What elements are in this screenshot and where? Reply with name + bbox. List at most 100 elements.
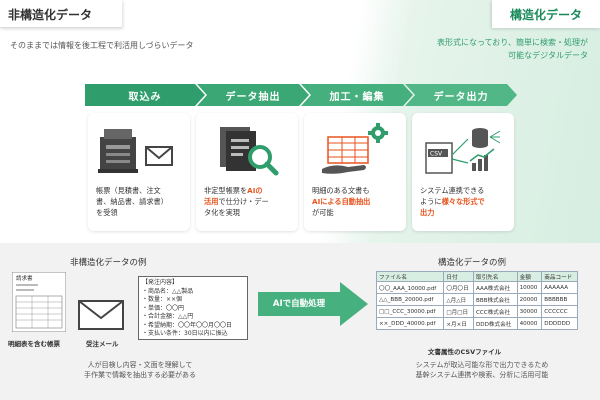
table-cell: CCCCCC [541,305,578,318]
mail-line: 【発注内容】 [142,279,179,286]
step-output: データ出力 [405,84,517,106]
card-output-highlight-output: 出力 [420,208,435,217]
table-cell: CCC株式会社 [472,305,518,318]
envelope-icon [78,300,124,334]
mail-caption: 受注メール [86,340,119,348]
csv-header-filename: ファイル名 [375,271,445,282]
step-import-label: 取込み [128,91,162,103]
unstructured-note-line1: 人が目検し内容・文面を理解して [87,361,193,369]
step-output-label: データ出力 [433,91,489,103]
csv-caption: 文書属性のCSVファイル [428,348,502,356]
table-cell: □月□日 [443,305,474,318]
copier-and-mail-icon [88,119,190,179]
structured-description-line2: 可能なデジタルデータ [508,51,588,60]
table-cell: 〇月〇日 [443,281,474,294]
table-cell: AAAAAA [541,281,578,294]
card-process-highlight: AIによる自動抽出 [312,197,371,206]
card-extract-highlight-use: 活用 [204,197,219,206]
card-extract-line3: タ化を実現 [204,208,240,217]
card-import: 帳票（見積書、注文 書、納品書、請求書） を受領 [88,113,190,231]
csv-header-amount: 金額 [516,271,543,282]
card-extract-post1: で仕分け・デー [218,197,269,206]
unstructured-example-title: 非構造化データの例 [70,258,147,268]
invoice-caption: 明細表を含む帳票 [8,340,60,348]
card-extract-text: 非定型帳票をAIの 活用で仕分け・デー タ化を実現 [204,185,294,218]
mail-line: ・単価：〇〇円 [142,304,185,312]
table-cell: BBBBBB [541,293,578,306]
structured-data-title: 構造化データ [510,8,583,22]
step-process-arrow-shape [301,84,413,106]
card-process-line3: が可能 [312,208,334,217]
invoice-document-title: 請求書 [16,276,33,282]
step-output-arrow-shape [405,84,517,106]
card-output: CSV システム連携できる ように様々な形式で 出力 [412,113,514,231]
mail-line: ・希望納期：〇〇年〇〇月〇〇日 [142,321,233,329]
csv-header-client: 取引先名 [472,271,518,282]
table-cell: DDDDDD [541,317,578,330]
step-process-label: 加工・編集 [329,91,385,103]
table-cell: △△_BBB_20000.pdf [375,293,445,306]
mail-line: ・支払い条件：30日以内に振込 [142,330,228,337]
step-extract: データ抽出 [197,84,309,106]
csv-header-row: ファイル名 日付 取引先名 金額 商品コード [375,271,578,282]
unstructured-description: そのままでは情報を後工程で利活用しづらいデータ [10,41,194,50]
step-extract-label: データ抽出 [225,91,281,103]
unstructured-note: 人が目検し内容・文面を理解して 手作業で情報を抽出する必要がある [40,360,240,380]
card-import-line1: 帳票（見積書、注文 [96,186,161,195]
csv-database-chart-icon: CSV [412,119,514,179]
card-extract-line2: 活用で仕分け・デー [204,196,294,207]
card-import-line3: を受領 [96,208,118,217]
card-process: 明細のある文書も AIによる自動抽出 が可能 [304,113,406,231]
mail-line: ・合計金額：△△円 [142,313,194,320]
table-cell: DDD株式会社 [472,317,518,330]
mail-line: ・商品名：△△製品 [142,287,194,295]
ai-processing-arrow [258,282,368,326]
table-row: 〇〇_AAA_10000.pdf 〇月〇日 AAA株式会社 10000 AAAA… [375,281,578,294]
card-process-text: 明細のある文書も AIによる自動抽出 が可能 [312,185,402,218]
table-cell: 10000 [516,281,543,294]
structured-description-line1: 表形式になっており、簡単に検索・処理が [436,38,588,47]
svg-text:CSV: CSV [430,151,443,158]
card-output-highlight-formats: 様々な形式で [441,197,485,206]
card-output-text: システム連携できる ように様々な形式で 出力 [420,185,510,218]
card-extract: 非定型帳票をAIの 活用で仕分け・デー タ化を実現 [196,113,298,231]
step-import-arrow-shape [85,84,205,106]
card-output-pre2: ように [420,197,442,206]
structured-example-title: 構造化データの例 [438,258,507,268]
ai-processing-label: AIで自動処理 [272,299,326,309]
card-extract-highlight-ai: AIの [247,186,263,195]
table-row: □□_CCC_30000.pdf □月□日 CCC株式会社 30000 CCCC… [375,305,578,318]
card-import-line2: 書、納品書、請求書） [96,197,168,206]
table-cell: ××_DDD_40000.pdf [375,317,445,330]
card-output-line2: ように様々な形式で [420,196,510,207]
invoice-document-icon: 請求書 [11,271,67,333]
card-extract-line1: 非定型帳票をAIの [204,185,294,196]
table-cell: AAA株式会社 [472,281,518,294]
document-search-icon [196,119,298,179]
step-process: 加工・編集 [301,84,413,106]
table-cell: 〇〇_AAA_10000.pdf [375,281,445,294]
order-mail-content: 【発注内容】 ・商品名：△△製品 ・数量：××個 ・単価：〇〇円 ・合計金額：△… [138,276,248,340]
table-cell: BBB株式会社 [472,293,518,306]
csv-table: ファイル名 日付 取引先名 金額 商品コード 〇〇_AAA_10000.pdf … [375,271,578,330]
table-row: ××_DDD_40000.pdf ×月×日 DDD株式会社 40000 DDDD… [375,317,578,330]
card-process-line1: 明細のある文書も [312,186,370,195]
table-cell: □□_CCC_30000.pdf [375,305,445,318]
card-extract-pre: 非定型帳票を [204,186,248,195]
table-cell: 40000 [516,317,543,330]
structured-note-line1: システムが取込可能な形で出力できるため [415,361,549,369]
structured-note-line2: 基幹システム連携や検索、分析に活用可能 [415,371,549,379]
card-import-text: 帳票（見積書、注文 書、納品書、請求書） を受領 [96,185,186,218]
structured-note: システムが取込可能な形で出力できるため 基幹システム連携や検索、分析に活用可能 [382,360,582,380]
step-extract-arrow-shape [197,84,309,106]
table-cell: 30000 [516,305,543,318]
step-import: 取込み [85,84,205,106]
table-cell: △月△日 [443,293,474,306]
csv-header-product-code: 商品コード [541,271,578,282]
card-output-line1: システム連携できる [420,186,485,195]
structured-description: 表形式になっており、簡単に検索・処理が 可能なデジタルデータ [437,36,588,62]
unstructured-data-title: 非構造化データ [8,8,93,22]
mail-line: ・数量：××個 [142,296,183,303]
table-cell: ×月×日 [443,317,474,330]
unstructured-note-line2: 手作業で情報を抽出する必要がある [84,371,196,379]
